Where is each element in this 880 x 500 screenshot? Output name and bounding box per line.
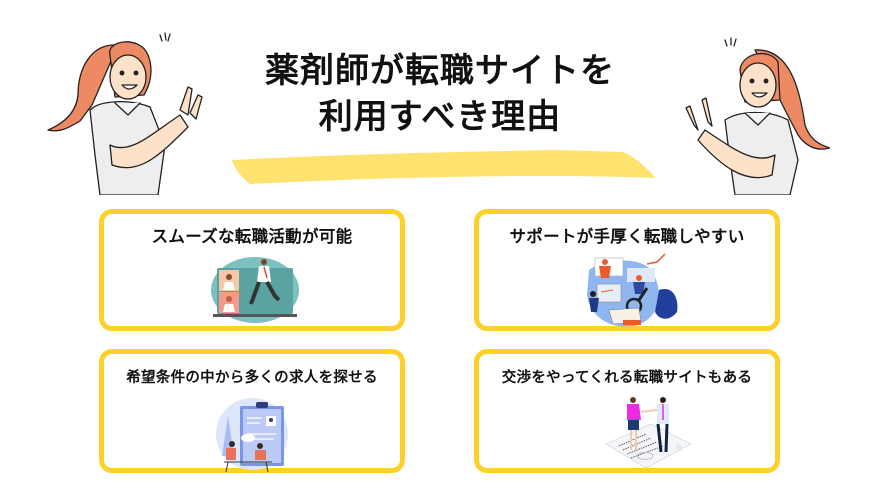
- title-line-1: 薬剤師が転職サイトを: [265, 51, 615, 91]
- reason-card-smooth-job-search: スムーズな転職活動が可能: [99, 209, 405, 331]
- team-support-magnifier-illustration: [587, 253, 678, 327]
- card-title: サポートが手厚く転職しやすい: [509, 227, 745, 246]
- page-title: 薬剤師が転職サイトを 利用すべき理由: [220, 48, 660, 140]
- pointing-woman-left-illustration: [47, 32, 203, 195]
- reason-card-many-job-listings: 希望条件の中から多くの求人を探せる: [99, 349, 405, 473]
- pointing-woman-right-illustration: [685, 37, 830, 195]
- handshake-contract-illustration: [605, 397, 692, 469]
- reason-card-negotiation-support: 交渉をやってくれる転職サイトもある: [474, 349, 780, 473]
- yellow-brush-underline: [232, 150, 656, 184]
- video-call-running-man-illustration: [211, 257, 299, 323]
- reason-card-full-support: サポートが手厚く転職しやすい: [474, 209, 780, 331]
- card-title: 交渉をやってくれる転職サイトもある: [501, 370, 753, 386]
- interview-clipboard-illustration: [216, 398, 288, 472]
- card-title: スムーズな転職活動が可能: [151, 227, 353, 246]
- title-line-2: 利用すべき理由: [318, 97, 562, 137]
- card-title: 希望条件の中から多くの求人を探せる: [126, 370, 378, 386]
